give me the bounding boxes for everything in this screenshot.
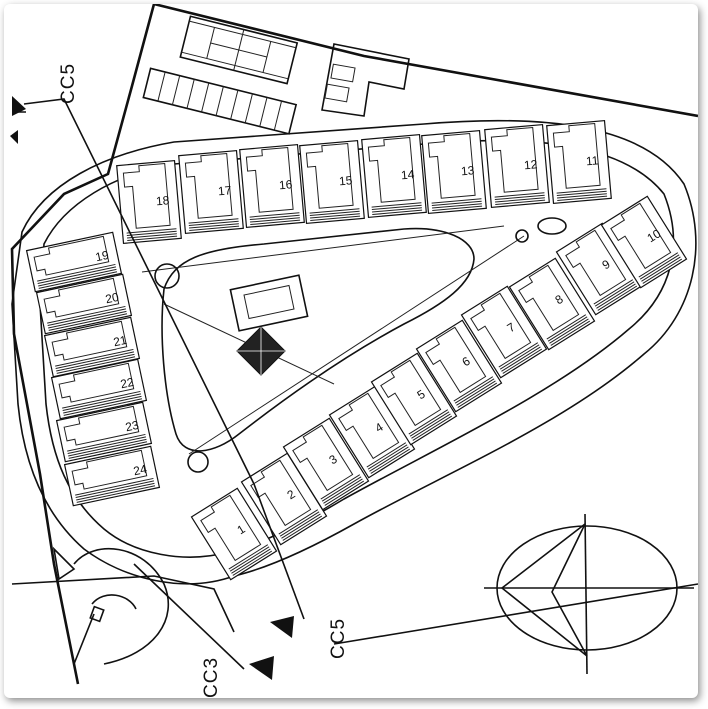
lot: 22	[50, 358, 148, 420]
section-label-cc3: CC3	[201, 657, 222, 698]
lot-number: 20	[104, 290, 120, 307]
lot-number: 11	[585, 153, 599, 168]
lot: 13	[421, 129, 487, 215]
lot-number: 24	[132, 462, 148, 479]
lot: 7	[460, 285, 548, 379]
lot: 16	[239, 143, 305, 229]
lot-number: 12	[523, 157, 538, 172]
section-label-cc5-bottom: CC5	[328, 618, 349, 659]
lot: 9	[555, 222, 643, 316]
lot-number: 22	[119, 375, 135, 392]
lot: 6	[415, 319, 503, 413]
lot: 2	[240, 452, 328, 546]
lot: 17	[178, 149, 244, 235]
lot: 24	[63, 445, 161, 507]
site-boundary	[10, 4, 698, 685]
lot: 12	[484, 123, 550, 209]
lot-number: 14	[400, 167, 415, 182]
section-arrow-icon	[249, 656, 274, 680]
lot-number: 16	[278, 177, 293, 192]
lot: 3	[282, 417, 370, 511]
lots-upper-row: 18 17 16 15 14 13 12 11	[116, 119, 612, 245]
north-arrow-icon	[484, 513, 694, 675]
lot: 10	[600, 195, 688, 289]
lot: 14	[361, 133, 427, 219]
lot: 15	[299, 139, 365, 225]
lot-number: 18	[155, 193, 170, 208]
lot: 19	[25, 231, 123, 293]
lot: 8	[508, 257, 596, 351]
section-label-cc5-top: CC5	[58, 63, 79, 104]
lot-number: 21	[112, 333, 128, 350]
central-pavilion	[236, 326, 286, 376]
pool	[229, 274, 309, 332]
section-arrow-icon	[12, 96, 26, 116]
service-building	[321, 43, 410, 117]
lot-number: 19	[94, 248, 110, 265]
section-arrow-icon	[270, 616, 294, 638]
lot: 5	[370, 352, 458, 446]
lot: 21	[43, 316, 141, 378]
lot: 1	[190, 487, 278, 581]
tennis-court	[179, 15, 299, 85]
lot-number: 17	[217, 183, 232, 198]
lot: 18	[116, 159, 182, 245]
section-arrow-icon	[10, 130, 18, 144]
lot: 20	[35, 273, 133, 335]
lot-number: 23	[124, 418, 140, 435]
lot-number: 13	[460, 163, 475, 178]
access-road	[52, 546, 170, 665]
lot: 11	[546, 119, 612, 205]
section-lines: CC5 CC5 CC3	[10, 63, 349, 698]
central-common-area	[141, 217, 567, 473]
parking-bays	[142, 67, 298, 135]
lot-number: 15	[338, 173, 353, 188]
lots-left-column: 19 20 21 22 23 24	[25, 231, 161, 507]
lot: 23	[55, 401, 153, 463]
